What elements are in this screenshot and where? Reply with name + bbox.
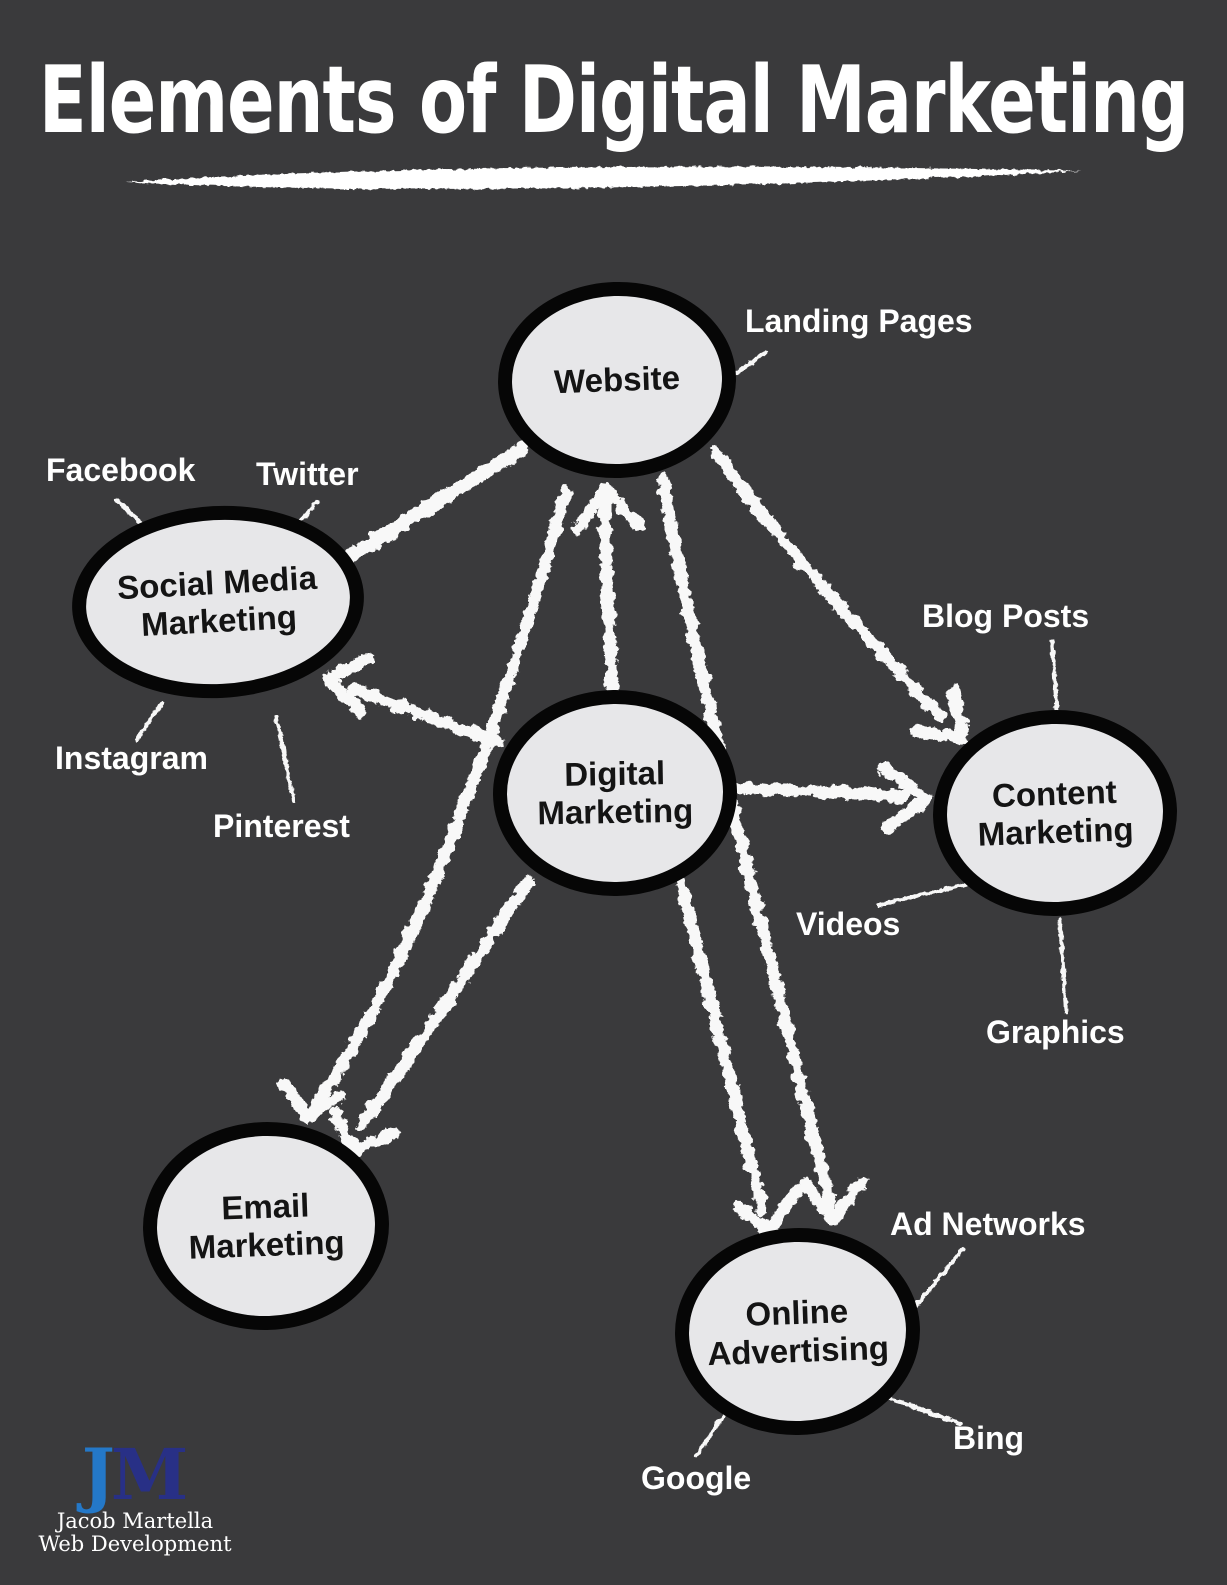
edge-website-online (657, 472, 836, 1209)
node-content-marketing-label: Content Marketing (977, 773, 1135, 853)
node-online-advertising-label: Online Advertising (706, 1292, 890, 1372)
node-email-marketing-label: Email Marketing (188, 1186, 346, 1266)
arrowhead-website-email (278, 1078, 346, 1123)
title-underline (125, 166, 1082, 189)
edge-website-content (710, 446, 946, 722)
edge-website-email (309, 486, 572, 1112)
tick-videos (876, 882, 969, 907)
arrowhead-digital-email (330, 1108, 399, 1156)
arrowhead-website-content (910, 685, 970, 744)
tick-blog-posts (1050, 640, 1059, 714)
satellite-label-ad-networks: Ad Networks (890, 1206, 1086, 1242)
edge-digital-email (356, 876, 534, 1130)
tick-ad-networks (914, 1247, 965, 1308)
logo-name-line2: Web Development (38, 1532, 232, 1557)
arrowhead-website-online (799, 1176, 868, 1225)
jm-monogram-j: J (81, 1433, 115, 1516)
node-social-media-marketing-label: Social Media Marketing (116, 559, 318, 644)
tick-graphics (1058, 918, 1068, 1014)
satellite-label-graphics: Graphics (986, 1014, 1125, 1050)
arrowhead-digital-social (322, 653, 375, 717)
node-digital-marketing-label: Digital Marketing (537, 754, 694, 832)
page-title: Elements of Digital Marketing (38, 46, 1189, 155)
node-website-label: Website (553, 359, 681, 401)
satellite-label-landing-pages: Landing Pages (745, 303, 973, 339)
satellite-label-pinterest: Pinterest (213, 808, 350, 844)
edge-digital-social (348, 683, 504, 748)
tick-google (694, 1406, 731, 1458)
edge-digital-online (672, 866, 769, 1216)
arrowhead-digital-content (879, 762, 932, 834)
satellite-label-facebook: Facebook (46, 452, 196, 488)
edge-digital-website (599, 496, 619, 698)
tick-bing (887, 1396, 963, 1426)
tick-facebook (115, 498, 143, 525)
jm-monogram-m: M (110, 1433, 189, 1516)
tick-instagram (134, 701, 164, 742)
satellite-label-bing: Bing (953, 1420, 1025, 1456)
satellite-label-google: Google (641, 1460, 752, 1496)
logo-name-line1: Jacob Martella (56, 1509, 214, 1533)
satellite-label-videos: Videos (796, 906, 901, 942)
jm-monogram: JM (35, 1440, 235, 1510)
tick-pinterest (274, 714, 296, 803)
satellite-label-blog-posts: Blog Posts (922, 598, 1090, 634)
jm-logo: JM Jacob Martella Web Development (35, 1440, 235, 1556)
arrowhead-digital-website (572, 483, 645, 534)
edge-digital-content (731, 783, 908, 802)
satellite-label-twitter: Twitter (256, 456, 359, 492)
satellite-label-instagram: Instagram (55, 740, 208, 776)
edge-website-social (340, 441, 530, 565)
